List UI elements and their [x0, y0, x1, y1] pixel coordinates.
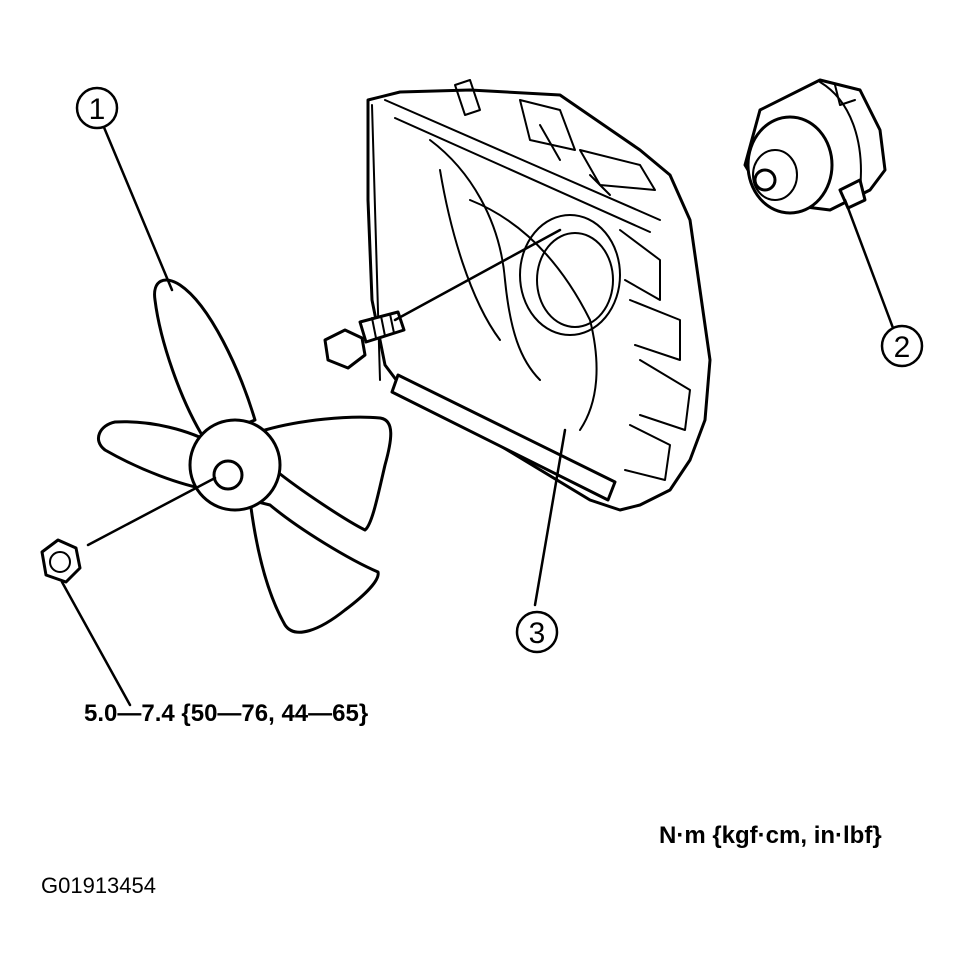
torque-spec: 5.0—7.4 {50—76, 44—65}: [84, 700, 369, 727]
callout-2-label: 2: [894, 331, 911, 364]
callout-1: 1: [75, 86, 119, 130]
callout-3: 3: [515, 610, 559, 654]
assembly-lines: [60, 123, 895, 707]
fan: [97, 278, 393, 634]
shroud-bolt: [323, 310, 406, 370]
figure-id: G01913454: [41, 873, 156, 898]
fan-nut: [40, 538, 82, 584]
fan-shroud: [366, 79, 712, 512]
callout-3-label: 3: [529, 617, 546, 650]
units-label: N·m {kgf·cm, in·lbf}: [659, 822, 882, 849]
callout-2: 2: [880, 324, 924, 368]
fan-motor: [743, 78, 887, 215]
callout-1-label: 1: [89, 93, 106, 126]
